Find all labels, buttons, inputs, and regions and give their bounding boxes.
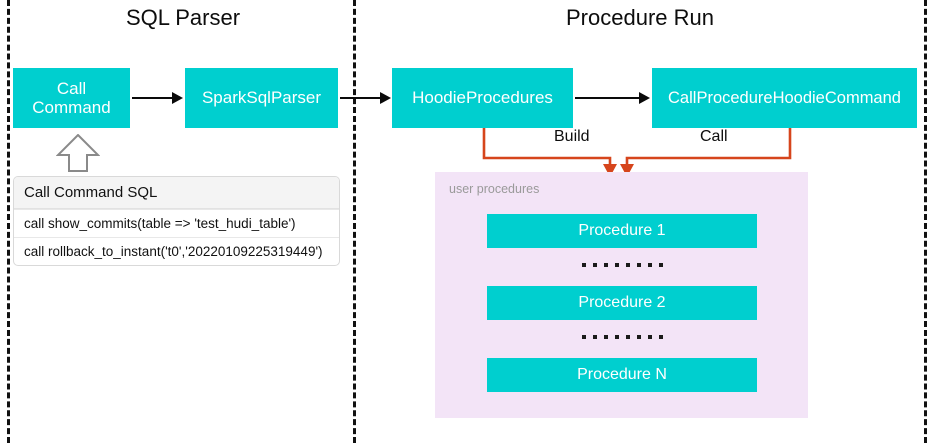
divider-right (924, 0, 927, 443)
sql-table-header: Call Command SQL (14, 177, 339, 209)
sql-table-row: call show_commits(table => 'test_hudi_ta… (14, 209, 339, 237)
node-call-command-label: Call Command (32, 79, 110, 117)
call-command-sql-table: Call Command SQL call show_commits(table… (13, 176, 340, 266)
connector-label-build: Build (548, 128, 596, 146)
hollow-up-arrow-icon (56, 134, 100, 172)
node-call-command-line1: Call (56, 78, 87, 98)
procedure-box[interactable]: Procedure 1 (487, 214, 757, 248)
procedure-ellipsis-dots (487, 258, 757, 272)
procedure-box[interactable]: Procedure N (487, 358, 757, 392)
node-call-procedure-hoodie-command[interactable]: CallProcedureHoodieCommand (652, 68, 917, 128)
procedure-ellipsis-dots (487, 330, 757, 344)
section-title-procedure-run: Procedure Run (566, 5, 714, 30)
node-call-command[interactable]: Call Command (13, 68, 130, 128)
section-title-sql-parser: SQL Parser (125, 5, 241, 30)
arrow-call-command-to-parser-head-icon (172, 92, 183, 104)
arrow-procedures-to-command-line (575, 97, 641, 99)
node-spark-sql-parser[interactable]: SparkSqlParser (185, 68, 338, 128)
arrow-procedures-to-command-head-icon (639, 92, 650, 104)
arrow-parser-to-procedures-head-icon (380, 92, 391, 104)
procedure-box[interactable]: Procedure 2 (487, 286, 757, 320)
node-hoodie-procedures[interactable]: HoodieProcedures (392, 68, 573, 128)
sql-table-row: call rollback_to_instant('t0','202201092… (14, 237, 339, 265)
arrow-call-command-to-parser-line (132, 97, 174, 99)
arrow-parser-to-procedures-line (340, 97, 382, 99)
user-procedures-caption: user procedures (449, 182, 540, 196)
divider-left (7, 0, 10, 443)
divider-middle (353, 0, 356, 443)
connector-label-call: Call (694, 128, 734, 146)
node-call-command-line2: Command (32, 98, 111, 117)
